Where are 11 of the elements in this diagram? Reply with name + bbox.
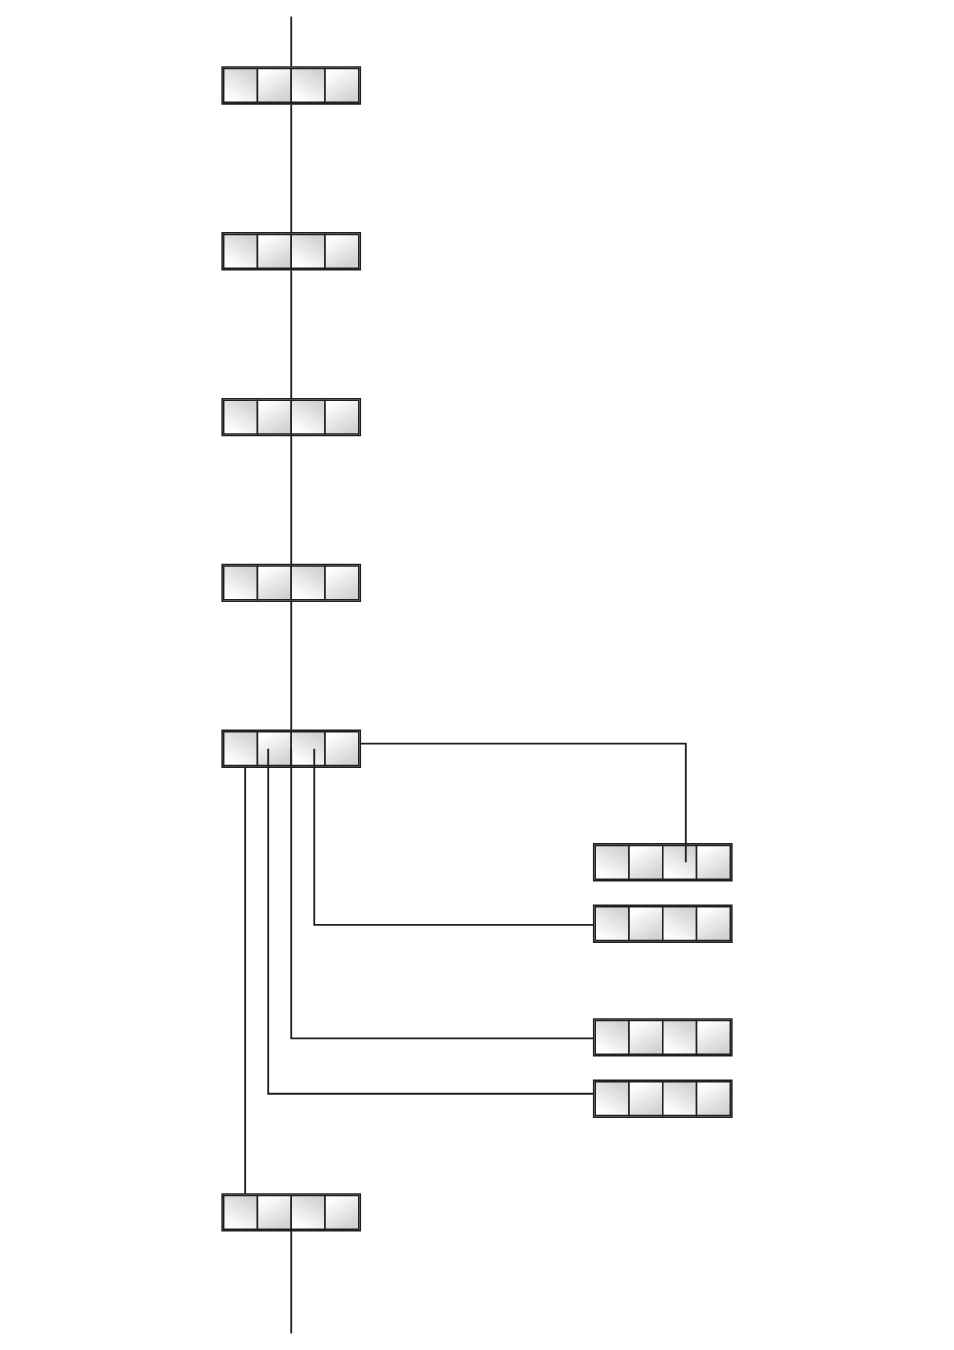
connector — [359, 742, 687, 864]
connector — [290, 15, 293, 68]
connector — [290, 435, 293, 565]
connector — [290, 103, 293, 234]
connector — [290, 601, 293, 731]
connector — [313, 747, 595, 926]
connector — [290, 1229, 293, 1335]
connector — [244, 766, 247, 1195]
connector — [290, 747, 595, 1040]
connector — [290, 269, 293, 400]
connector — [267, 747, 595, 1095]
